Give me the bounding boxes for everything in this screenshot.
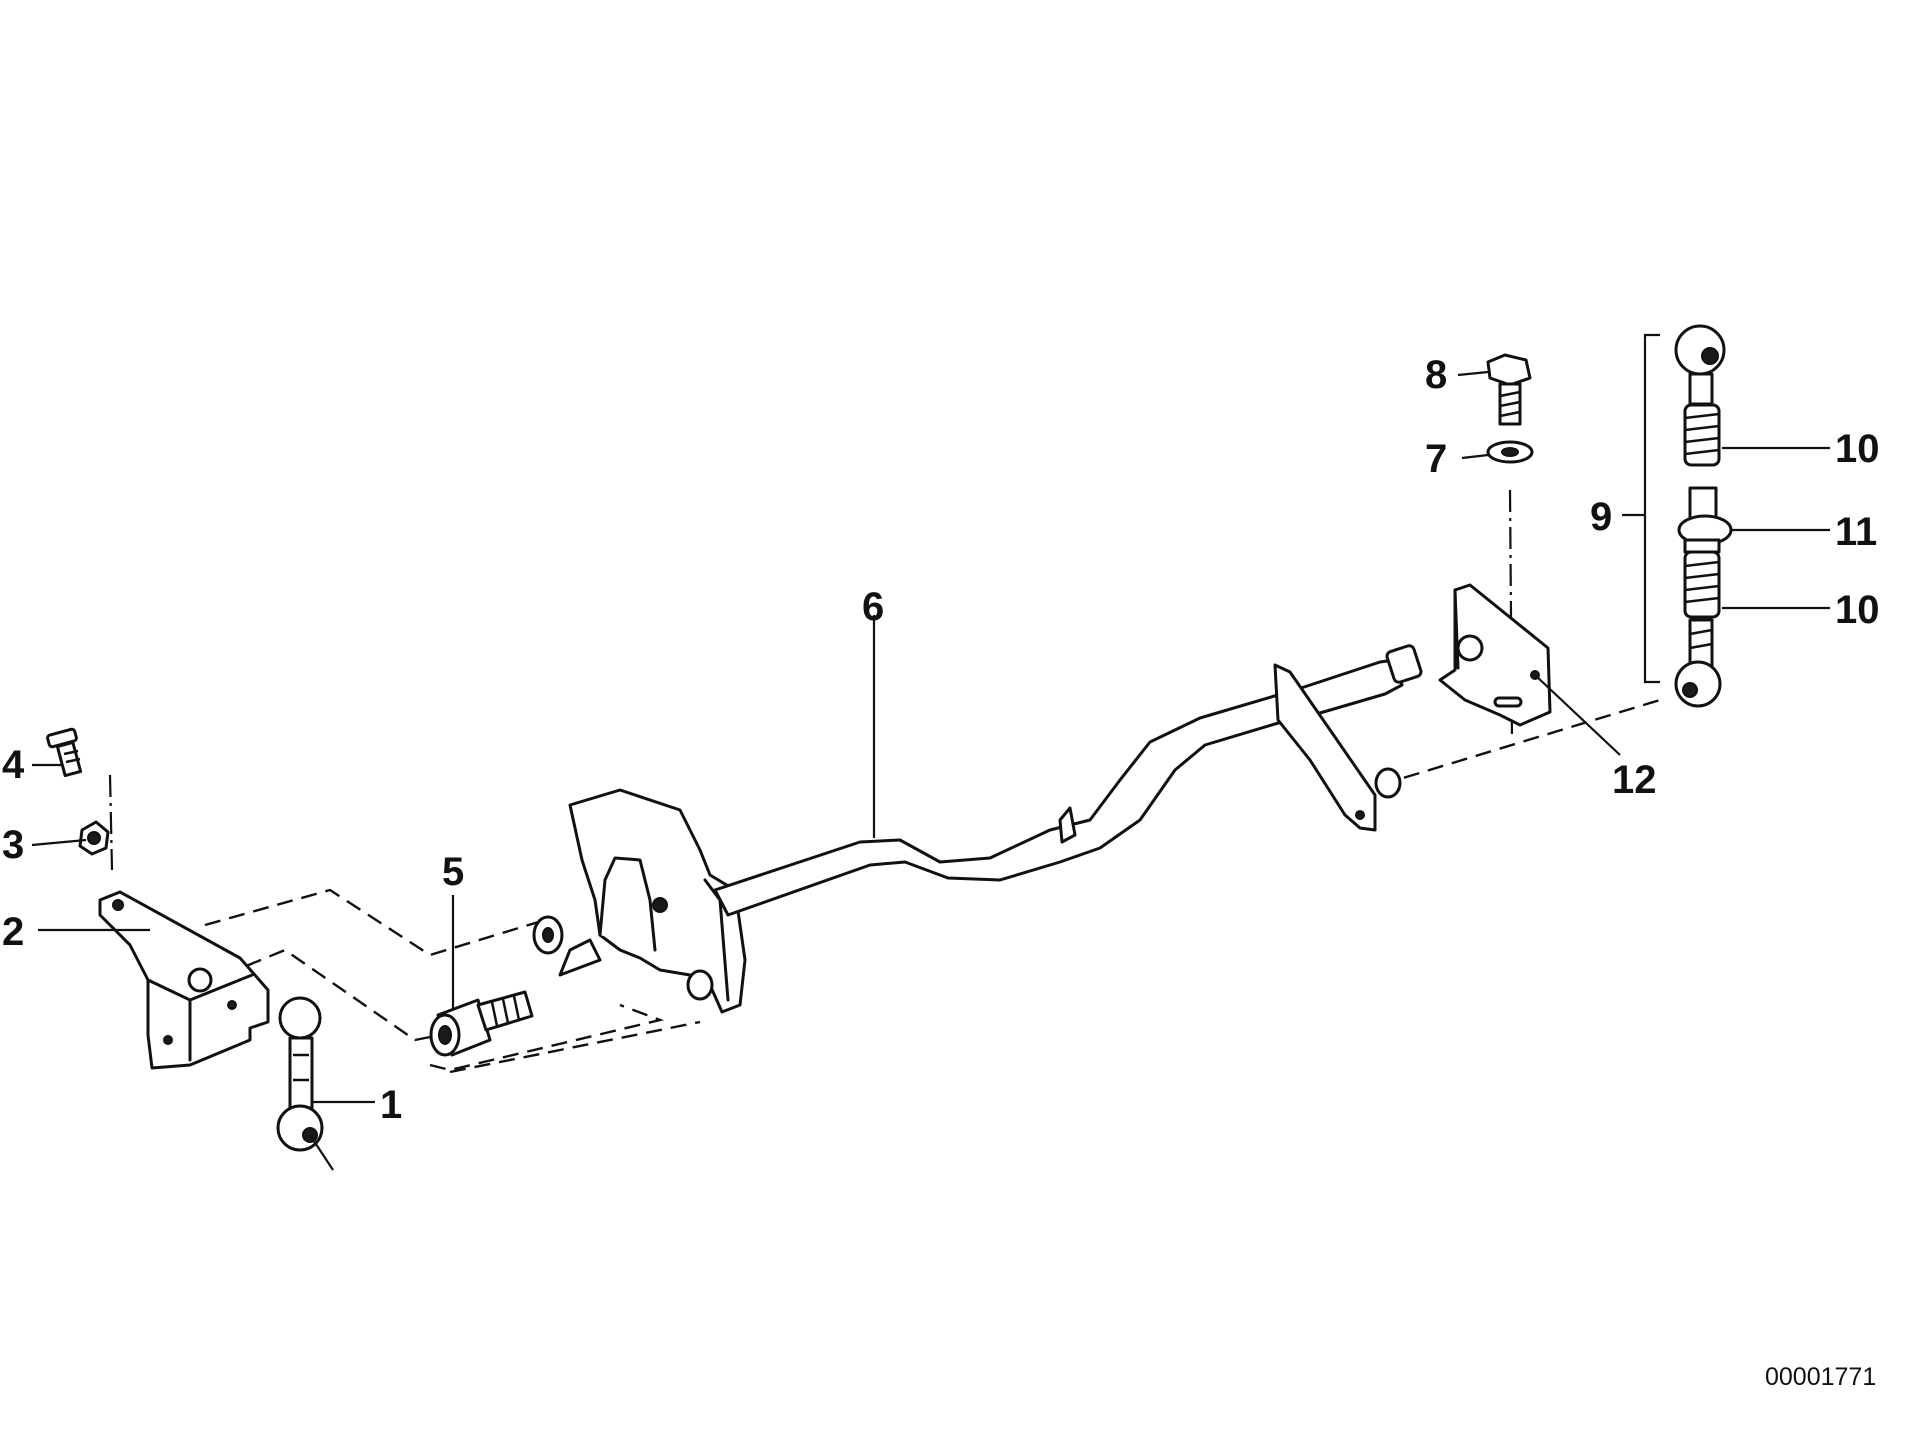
callout-9: 9: [1590, 495, 1612, 539]
part-10-spring-upper: [1683, 403, 1721, 467]
callout-11: 11: [1835, 510, 1877, 554]
part-2-bracket: [98, 890, 270, 1070]
callout-labels: 1 2 3 4 5 6 7 8 9 10 11 10 12: [2, 353, 1880, 1127]
part-11-collar: [1677, 486, 1733, 554]
callout-10-lower: 10: [1835, 588, 1880, 632]
part-1-ball-joint-link: [276, 996, 334, 1171]
callout-3: 3: [2, 823, 24, 867]
callout-7: 7: [1425, 437, 1447, 481]
part-12-support-bracket: [1438, 583, 1621, 756]
callout-10-upper: 10: [1835, 427, 1880, 471]
callout-2: 2: [2, 910, 24, 954]
assembly-guide-lines: [108, 489, 1661, 1074]
callout-5: 5: [442, 850, 464, 894]
callout-6: 6: [862, 585, 884, 629]
part-9-link-assembly: [1622, 324, 1830, 708]
callout-1: 1: [380, 1083, 402, 1127]
document-number: 00001771: [1765, 1363, 1876, 1391]
leader-lines: [31, 370, 1489, 1104]
part-3-nut: [78, 820, 110, 856]
part-8-hex-bolt: [1486, 353, 1532, 426]
part-10-spring-lower: [1683, 550, 1721, 619]
shift-lever-bracket: [532, 788, 747, 1014]
rod-mount-plate: [1273, 663, 1402, 832]
part-5-threaded-bushing: [429, 990, 534, 1057]
callout-12: 12: [1612, 758, 1657, 802]
callout-4: 4: [2, 743, 25, 787]
callout-8: 8: [1425, 353, 1447, 397]
part-4-bolt: [46, 727, 83, 778]
part-7-washer: [1486, 440, 1534, 464]
